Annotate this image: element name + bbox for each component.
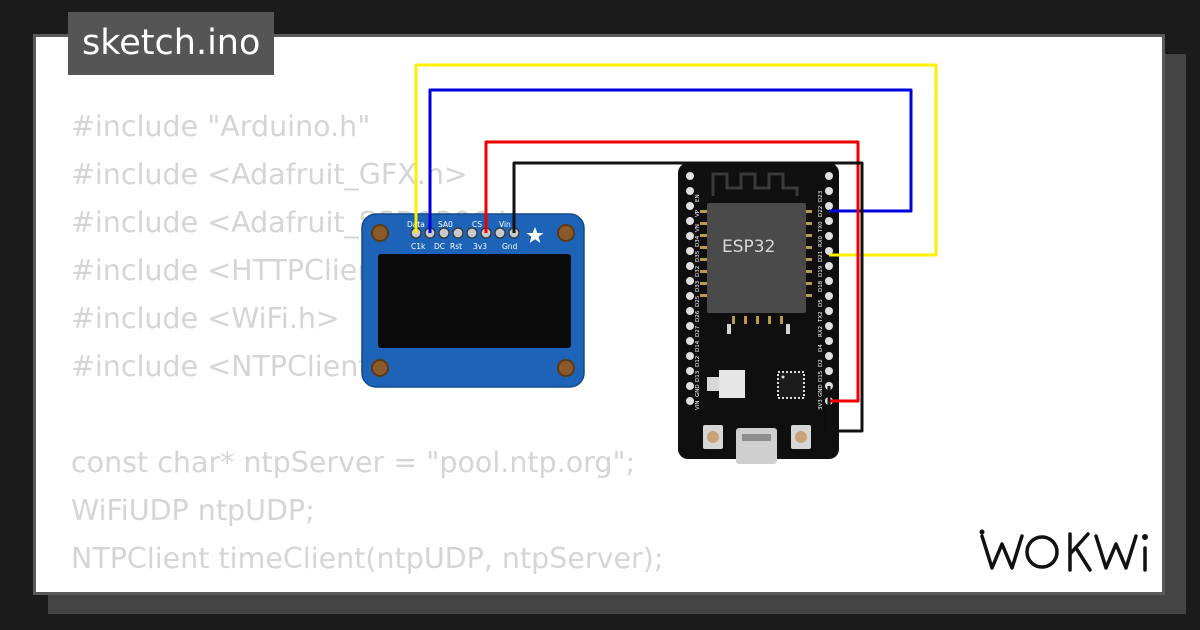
- file-name-badge: sketch.ino: [68, 12, 275, 75]
- esp32-pin-label: D2: [818, 359, 824, 367]
- esp32-pin-label: RX0: [818, 235, 824, 247]
- esp32-pin-label: VN: [695, 224, 701, 232]
- esp32-pin-label: D18: [818, 280, 824, 292]
- reset-button[interactable]: [791, 425, 811, 449]
- oled-pin-label: Rst: [450, 242, 462, 251]
- esp32-pin-label: EN: [695, 194, 701, 202]
- esp32-pin-label: D14: [695, 340, 701, 352]
- oled-pin-label: Vin: [499, 220, 511, 229]
- wire-black[interactable]: [512, 161, 864, 433]
- wire-yellow[interactable]: [414, 63, 938, 257]
- esp32-pin-label: D32: [695, 266, 701, 277]
- usb-port: [736, 428, 777, 464]
- oled-pin-label: 3v3: [473, 242, 487, 251]
- wire-red[interactable]: [484, 140, 860, 403]
- esp32-pin-label: D12: [695, 356, 701, 367]
- wire-blue[interactable]: [428, 88, 913, 233]
- esp32-pin-label: VIN: [695, 401, 701, 411]
- esp32-left-pin-labels: EN VP VN D34 D35 D32 D33 D25 D26 D27 D14…: [695, 194, 701, 410]
- code-line: #include "Arduino.h": [71, 110, 371, 143]
- voltage-regulator-tab: [707, 377, 719, 391]
- esp32-pin-label: D34: [695, 235, 701, 247]
- esp32-pin-label: D27: [695, 325, 701, 337]
- esp32-right-header: [825, 172, 833, 405]
- smd-part: [786, 324, 790, 334]
- oled-pin-label: DC: [434, 242, 445, 251]
- oled-display[interactable]: Data SA0 CS Vin C1k DC Rst 3v3 Gnd: [361, 213, 585, 388]
- esp32-pin-label: D13: [695, 370, 701, 382]
- esp32-right-pin-labels: D23 D22 TX0 RX0 D21 D19 D18 D5 TX2 RX2 D…: [818, 190, 824, 410]
- esp32-pin-label: D22: [818, 206, 824, 217]
- wokwi-logo: [979, 529, 1148, 572]
- oled-pin-label: C1k: [411, 242, 426, 251]
- oled-pin-label: CS: [472, 220, 482, 229]
- esp32-left-header: [686, 172, 694, 405]
- esp32-label: ESP32: [722, 237, 775, 257]
- esp32-pin-label: RX2: [818, 326, 824, 337]
- esp32-pin-label: 3V3: [818, 399, 824, 410]
- esp32-pin-label: D35: [695, 250, 701, 262]
- chip-side-pins: [700, 210, 812, 324]
- esp32-pin-label: D26: [695, 310, 701, 322]
- oled-screen: [378, 254, 571, 348]
- star-icon: [526, 227, 544, 243]
- esp32-pin-label: TX2: [818, 311, 824, 323]
- antenna-icon: [711, 172, 799, 196]
- boot-button[interactable]: [703, 425, 723, 449]
- esp32-pin-label: GND: [818, 384, 824, 397]
- canvas-panel: #include "Arduino.h" #include <Adafruit_…: [33, 34, 1165, 595]
- esp32-pin-label: D15: [818, 370, 824, 382]
- usb-chip: [777, 371, 805, 399]
- oled-pin-label: Gnd: [502, 242, 518, 251]
- esp32-pin-label: D33: [695, 280, 701, 292]
- voltage-regulator: [719, 370, 745, 398]
- esp32-pin-label: D25: [695, 295, 701, 307]
- oled-pin-label: SA0: [438, 220, 453, 229]
- code-line: NTPClient timeClient(ntpUDP, ntpServer);: [71, 542, 664, 575]
- esp32-pin-label: D5: [818, 299, 824, 307]
- esp32-pin-label: VP: [695, 209, 701, 217]
- code-line: #include <WiFi.h>: [71, 302, 340, 335]
- esp32-pin-label: D21: [818, 251, 824, 262]
- code-line: const char* ntpServer = "pool.ntp.org";: [71, 446, 636, 479]
- code-line: #include <Adafruit_GFX.h>: [71, 158, 468, 191]
- smd-part: [727, 324, 731, 334]
- esp32-pin-label: D19: [818, 265, 824, 277]
- esp32-pin-label: GND: [695, 384, 701, 397]
- esp32-pin-label: TX0: [818, 221, 824, 233]
- code-line: WiFiUDP ntpUDP;: [71, 494, 315, 527]
- esp32-board[interactable]: ESP32 EN VP VN D34 D35 D32: [678, 163, 839, 464]
- esp32-pin-label: D23: [818, 190, 824, 202]
- esp32-module: [707, 203, 806, 313]
- esp32-pin-label: D4: [818, 344, 824, 352]
